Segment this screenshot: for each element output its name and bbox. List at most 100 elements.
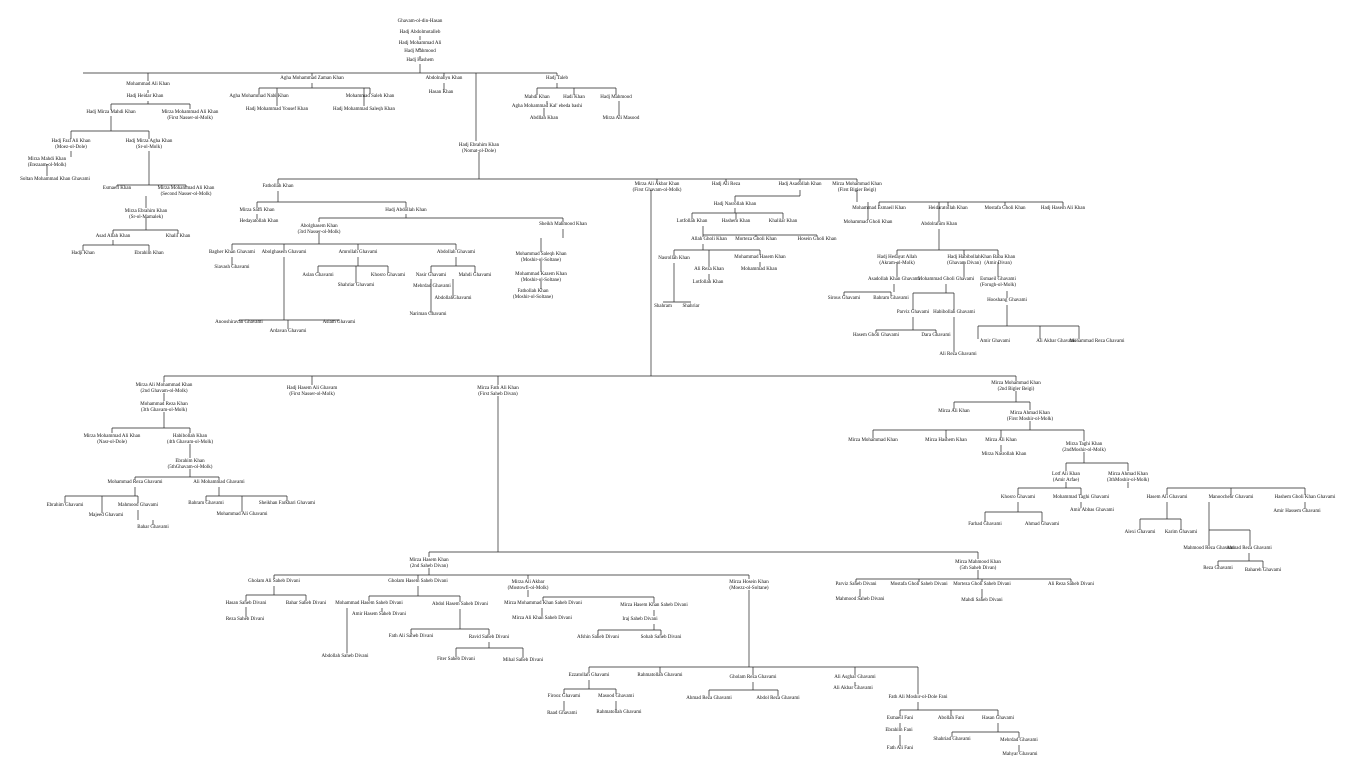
person-name: Ali Reza Khan xyxy=(694,267,724,272)
person-name: Amir Hasem Saheb Divani xyxy=(351,612,407,617)
person-title: (Ghavam Divan) xyxy=(947,261,981,266)
person-name: Hadj Ebrahim Khan xyxy=(458,143,500,148)
person-name: Hadj Mirza Agha Khan xyxy=(125,139,173,144)
person-name: Asadollah Khan Ghavami xyxy=(868,277,920,282)
person-node: Mohammad Ali Ghavami xyxy=(216,512,267,518)
person-node: Bahar Ghavami xyxy=(137,525,169,531)
person-name: Karim Ghavami xyxy=(1164,530,1198,535)
person-name: Hadj Hedayat Allah xyxy=(877,255,917,260)
person-node: Mehrdad Ghavami xyxy=(1000,738,1038,744)
person-name: Siavash Ghavami xyxy=(214,265,250,270)
person-name: Anooshiravan Ghavami xyxy=(215,320,263,325)
person-name: Esmaeil Ghavami xyxy=(980,277,1016,282)
person-node: Hadj Abdollah Khan xyxy=(385,208,426,214)
person-node: Hadj Fazl Ali Khan(Moez-ol-Dole) xyxy=(51,139,90,151)
person-node: Fathollah Khan(Moshir-ol-Soltane) xyxy=(513,289,553,301)
person-name: Gholam Hasem Saheb Divani xyxy=(388,579,448,584)
person-name: Mohammad Khan xyxy=(740,267,778,272)
person-name: Mostafa Gholi Saheb Divani xyxy=(890,582,948,587)
person-node: Khalil Khan xyxy=(166,234,191,240)
person-title: (First Saheb Divan) xyxy=(478,392,518,397)
person-node: Mirza Ali Khan xyxy=(938,409,969,415)
person-name: Agha Mohammad Kal' ebeda bashi xyxy=(511,104,583,109)
person-title: (3th Ghavam-ol-Molk) xyxy=(141,408,187,413)
person-name: Mirza Mohammad Ali Khan xyxy=(161,110,219,115)
person-title: (Nasr-ol-Dole) xyxy=(97,440,127,445)
person-name: Asad Allah Khan xyxy=(95,234,131,239)
person-name: Mohammad Gholi Ghavami xyxy=(917,277,975,282)
person-node: Firooz Ghavami xyxy=(548,694,581,700)
person-node: Ali Akbar Ghavami xyxy=(833,686,872,692)
person-node: Ghavam-ol-din-Hasan xyxy=(398,19,443,25)
person-node: Hadj Hedayat Allah(Akram-ol-Molk) xyxy=(877,255,917,267)
person-node: Reza Saheb Divani xyxy=(226,617,264,623)
person-name: Abolghasem Ghavami xyxy=(261,250,307,255)
person-name: Raad Ghavami xyxy=(547,711,577,716)
person-name: Gholam Reza Ghavami xyxy=(729,675,777,680)
person-name: Mohammad Gholi Khan xyxy=(843,220,893,225)
person-node: Shahriad Ghavami xyxy=(933,737,970,743)
person-node: Hadj Taleb xyxy=(546,76,568,82)
person-title: (Amir Divan) xyxy=(984,261,1012,266)
person-name: Mehrdad Ghavami xyxy=(413,284,451,289)
person-name: Hadji Khan xyxy=(71,251,95,256)
person-name: Mihal Saheb Divani xyxy=(502,658,544,663)
person-node: Abdollah Saheb Divani xyxy=(322,654,369,660)
person-node: Hadj Mirza Agha Khan(Sr-ol-Molk) xyxy=(126,139,173,151)
person-name: Nariman Ghavami xyxy=(409,312,447,317)
person-node: Abdolnabyu Khan xyxy=(426,76,463,82)
person-node: Mostafa Gholi Khan xyxy=(984,206,1025,212)
person-node: Morteza Gholi Khan xyxy=(735,237,776,243)
person-node: Siavash Ghavami xyxy=(214,265,249,271)
person-name: Mohammad Taghi Ghavami xyxy=(1052,495,1110,500)
person-title: (3rd Nasser-ol-Molk) xyxy=(297,230,341,235)
person-node: Mirza Saffi Khan xyxy=(240,208,275,214)
person-node: Ebrahim Ghavami xyxy=(47,503,84,509)
person-title: (Second Nasser-ol-Molk) xyxy=(160,192,212,197)
person-node: Mahdi Ghavami xyxy=(459,273,492,279)
person-name: Mahdi Saheb Divani xyxy=(961,598,1003,603)
person-node: Mirza Mohammad Ali Khan(Nasr-ol-Dole) xyxy=(84,434,141,446)
person-name: Mirza Mohammad Khan Saheb Divani xyxy=(504,601,582,606)
person-node: Mirza Nasrollah Khan xyxy=(982,452,1027,458)
person-name: Mirza Saffi Khan xyxy=(239,208,275,213)
person-name: Hosein Gholi Khan xyxy=(797,237,837,242)
person-node: Mihal Saheb Divani xyxy=(503,658,543,664)
person-node: Nariman Ghavami xyxy=(409,312,446,318)
person-name: Reza Saheb Divani xyxy=(225,617,265,622)
person-node: Abdol Hasem Saheb Divani xyxy=(432,602,488,608)
person-node: Mirza Ali Mohammad Khan(2nd Ghavam-ol-Mo… xyxy=(136,383,193,395)
person-title: (Sr-ol-Mamalek) xyxy=(129,215,163,220)
person-node: Hasem Gholi Ghavami xyxy=(853,333,899,339)
person-node: Hadj Mirza Mahdi Khan xyxy=(86,110,135,116)
person-name: Hadj Ali Reza xyxy=(711,182,741,187)
person-node: Abollah Fani xyxy=(938,716,964,722)
person-name: Aslan Ghavami xyxy=(302,273,334,278)
person-node: Ali Akbar Ghavami xyxy=(1036,339,1075,345)
person-node: Mirza Mohammad Khan(First Bigler Beigi) xyxy=(832,182,881,194)
person-name: Ali Mohammad Ghavami xyxy=(193,480,245,485)
person-node: Mirza Ali Akbar Khan(First Ghavam-ol-Mol… xyxy=(633,182,682,194)
person-name: Mirza Hasem Khan xyxy=(409,558,449,563)
person-node: Rahmatollah Ghavami xyxy=(596,710,641,716)
person-name: Bahareh Ghavami xyxy=(1244,568,1282,573)
person-node: Masood Ghavami xyxy=(598,694,634,700)
person-name: Ali Reza Ghavami xyxy=(939,352,977,357)
person-name: Mirza Ali Mohammad Khan xyxy=(135,383,193,388)
person-title: (5thGhavam-ol-Molk) xyxy=(167,465,213,470)
person-node: Mirza Ali Khan xyxy=(985,438,1016,444)
person-name: Ezzatollah Ghavami xyxy=(568,673,610,678)
person-name: Lotf Ali Khan xyxy=(1051,472,1081,477)
person-node: Bahareh Ghavami xyxy=(1245,568,1281,574)
person-node: Hadj Mohammad Ali xyxy=(399,41,442,47)
person-name: Farhad Ghavami xyxy=(968,522,1002,527)
person-name: Fathollah Khan xyxy=(262,184,294,189)
person-title: (Moshir-ol-Soltane) xyxy=(513,295,553,300)
person-name: Hasem Gholi Ghavami xyxy=(852,333,900,338)
person-node: Anooshiravan Ghavami xyxy=(215,320,263,326)
person-name: Mirza Ali Khan Saheb Divani xyxy=(512,616,572,621)
person-name: Shahriad Ghavami xyxy=(933,737,971,742)
person-name: Ali Akbar Ghavami xyxy=(833,686,873,691)
person-name: Amrollah Ghavami xyxy=(338,250,378,255)
person-name: Mahmood Saheb Divani xyxy=(835,597,885,602)
